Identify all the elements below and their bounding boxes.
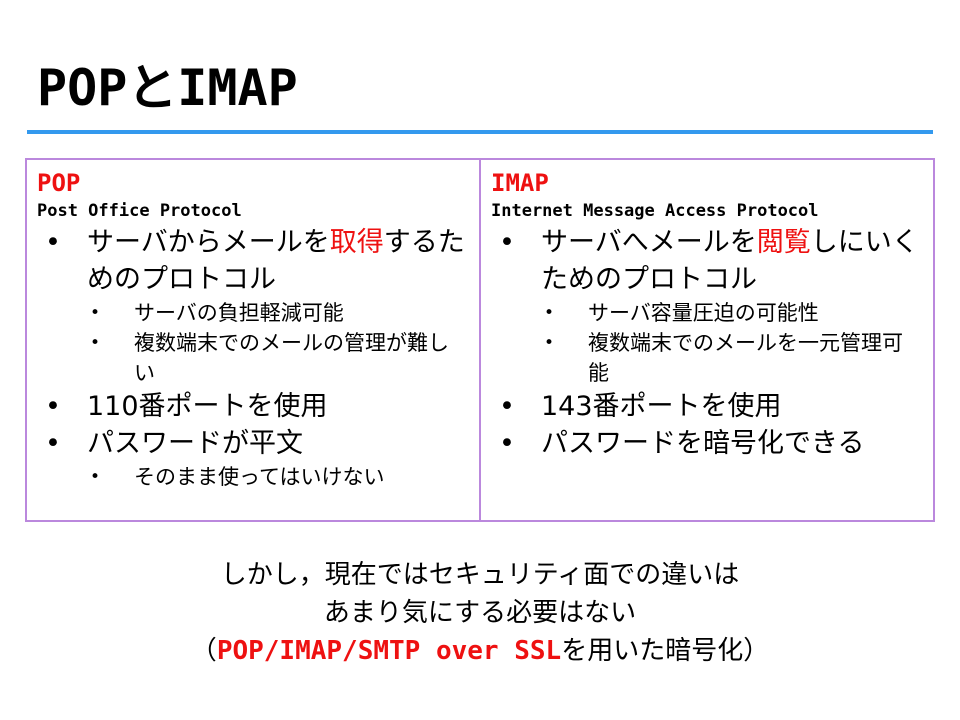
imap-bullet-list: サーバへメールを閲覧しにいくためのプロトコル サーバ容量圧迫の可能性 複数端末で… — [491, 224, 923, 462]
footer-ssl-highlight: POP/IMAP/SMTP over SSL — [216, 636, 562, 666]
pop-sub-bullet-warning: そのまま使ってはいけない — [37, 462, 469, 492]
pop-purpose-text-end: するためのプロトコル — [87, 227, 465, 295]
imap-column: IMAP Internet Message Access Protocol サー… — [481, 160, 933, 520]
imap-purpose-text-end: しにいくためのプロトコル — [541, 227, 919, 295]
imap-full-name: Internet Message Access Protocol — [491, 201, 819, 221]
pop-column: POP Post Office Protocol サーバからメールを取得するため… — [27, 160, 481, 520]
pop-bullet-list: サーバからメールを取得するためのプロトコル サーバの負担軽減可能 複数端末でのメ… — [37, 224, 469, 492]
imap-sub-bullet-capacity: サーバ容量圧迫の可能性 — [491, 298, 923, 328]
comparison-table: POP Post Office Protocol サーバからメールを取得するため… — [25, 158, 935, 522]
pop-bullet-password: パスワードが平文 — [37, 425, 469, 462]
footer-line-3-end: を用いた暗号化） — [561, 636, 770, 666]
pop-bullet-port: 110番ポートを使用 — [37, 388, 469, 425]
footer-line-2: あまり気にする必要はない — [323, 598, 637, 628]
footer-paren-open: （ — [190, 636, 217, 666]
title-underline — [27, 130, 933, 134]
slide-title: POPとIMAP — [37, 59, 298, 117]
pop-abbr: POP — [37, 169, 81, 197]
footer-line-3: （POP/IMAP/SMTP over SSLを用いた暗号化） — [0, 632, 960, 670]
pop-purpose-highlight: 取得 — [329, 227, 384, 258]
imap-sub-bullet-multidevice: 複数端末でのメールを一元管理可能 — [491, 328, 923, 388]
imap-bullet-purpose: サーバへメールを閲覧しにいくためのプロトコル — [491, 224, 923, 298]
pop-purpose-text: サーバからメールを — [87, 227, 330, 258]
imap-purpose-text: サーバへメールを — [541, 227, 757, 258]
footer-note: しかし，現在ではセキュリティ面での違いは あまり気にする必要はない （POP/I… — [0, 556, 960, 670]
pop-full-name: Post Office Protocol — [37, 201, 242, 221]
footer-line-1: しかし，現在ではセキュリティ面での違いは — [220, 560, 740, 590]
imap-bullet-password: パスワードを暗号化できる — [491, 425, 923, 462]
pop-sub-bullet-load: サーバの負担軽減可能 — [37, 298, 469, 328]
pop-sub-bullet-multidevice: 複数端末でのメールの管理が難しい — [37, 328, 469, 388]
imap-purpose-highlight: 閲覧 — [756, 227, 811, 258]
imap-abbr: IMAP — [491, 169, 549, 197]
pop-bullet-purpose: サーバからメールを取得するためのプロトコル — [37, 224, 469, 298]
imap-bullet-port: 143番ポートを使用 — [491, 388, 923, 425]
